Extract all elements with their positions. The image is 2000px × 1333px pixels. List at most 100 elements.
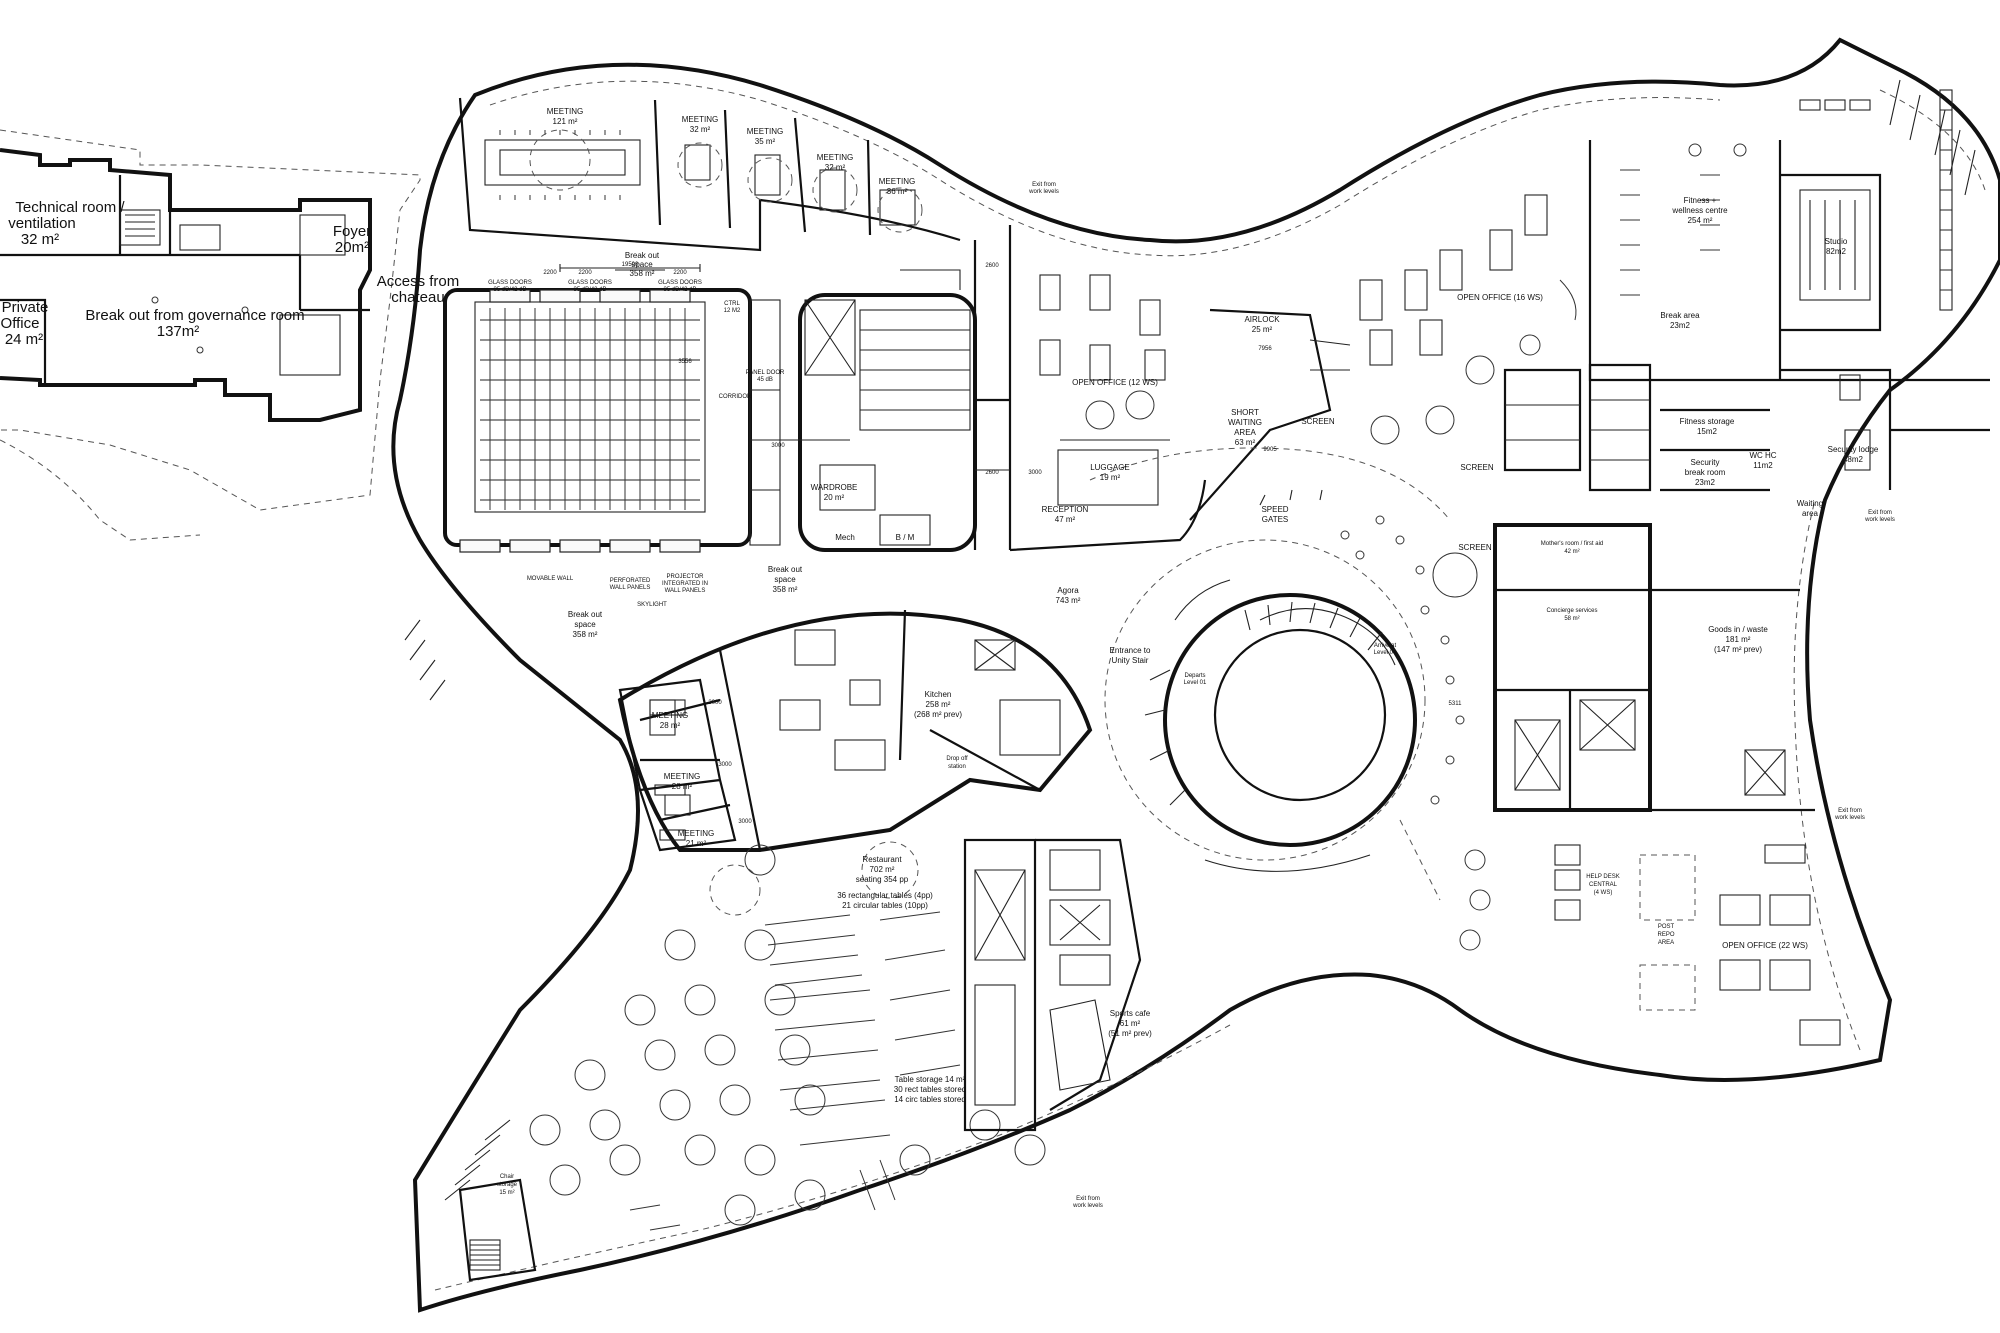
exit-label-2b: work levels [1864,517,1895,523]
technical-room-label: Technical room / [15,199,125,216]
meeting-35-area: 35 m² [755,137,776,146]
sports-cafe-area: 61 m² [1120,1019,1141,1028]
reception-label: RECEPTION [1042,505,1089,514]
exit-label-2: Exit from [1868,510,1892,516]
ctrl-area: 12 M2 [724,308,741,314]
screen-label-2: SCREEN [1460,463,1494,472]
studio-area: 82m2 [1826,247,1847,256]
help-desk-label: HELP DESK [1586,874,1620,880]
meeting-mid-label: MEETING [664,772,700,781]
waiting-area-label: Waiting [1797,499,1823,508]
open-office-22-label: OPEN OFFICE (22 WS) [1722,941,1808,950]
movable-wall-label: MOVABLE WALL [527,576,574,582]
restaurant-rect-tables: 36 rectangular tables (4pp) [837,891,933,900]
kitchen-label: Kitchen [925,690,952,699]
break-out-governance-area: 137m² [157,323,200,340]
dim-9905: 9905 [1263,447,1277,453]
exit-label-4b: work levels [1072,1203,1103,1209]
dim-3000-c: 3000 [708,700,722,706]
panel-door-db: 45 dB [757,377,773,383]
fitness-storage-label: Fitness storage [1680,417,1735,426]
dim-19500: 19500 [622,262,639,268]
technical-room-label-3: 32 m² [21,231,59,248]
security-break-label: Security [1691,458,1720,467]
open-office-12-label: OPEN OFFICE (12 WS) [1072,378,1158,387]
entrance-unity-label: Entrance to [1110,646,1151,655]
restaurant-zone [529,838,1142,1231]
perforated-label-2: WALL PANELS [610,585,651,591]
glass-doors-left-db: 35 dB/42 dB [493,287,526,293]
meeting-28-area: 28 m² [660,721,681,730]
security-break-area: 23m2 [1695,478,1716,487]
meeting-21-label: MEETING [678,829,714,838]
drop-off-label-2: station [948,764,966,770]
break-out-mid-area: 358 m² [773,585,798,594]
core-wardrobe [798,240,1010,552]
ctrl-label: CTRL [724,301,740,307]
agora-area: 743 m² [1056,596,1081,605]
airlock-label: AIRLOCK [1244,315,1280,324]
exit-label-3b: work levels [1834,815,1865,821]
exit-label-1b: work levels [1028,189,1059,195]
projector-label-2: INTEGRATED IN [662,581,708,587]
break-out-top-label: Break out [625,251,660,260]
kitchen-area: 258 m² [926,700,951,709]
meeting-121-label: MEETING [547,107,583,116]
wardrobe-label: WARDROBE [811,483,858,492]
chair-storage-area: 15 m² [499,1190,514,1196]
post-repo-label-3: AREA [1658,940,1674,946]
security-break-label-2: break room [1685,468,1726,477]
restaurant-area: 702 m² [870,865,895,874]
dim-5311: 5311 [1449,701,1463,707]
short-waiting-label: SHORT [1231,408,1259,417]
access-chateau-label-2: chateau [391,289,444,306]
open-office-16-label: OPEN OFFICE (16 WS) [1457,293,1543,302]
dim-3000-d: 3000 [718,762,732,768]
open-office-22 [1459,844,1841,1046]
north-meeting-zone [458,97,961,252]
break-area-area: 23m2 [1670,321,1691,330]
break-area-label: Break area [1660,311,1700,320]
studio-label: Studio [1825,237,1848,246]
restaurant-label: Restaurant [862,855,902,864]
room-labels: Technical room / ventilation 32 m² Priva… [1,107,1895,1209]
access-chateau-label: Access from [377,273,460,290]
speed-gates-label: SPEED [1261,505,1288,514]
dim-2200-c: 2200 [673,270,687,276]
screen-label-1: SCREEN [1301,417,1335,426]
goods-waste-prev: (147 m² prev) [1714,645,1762,654]
chair-storage-label: Chair [500,1174,514,1180]
agora-label: Agora [1057,586,1079,595]
corridor-label: CORRIDOR [719,394,752,400]
agora-unity-stair [1089,447,1478,901]
foyer-label: Foyer [333,223,371,240]
dim-2600-a: 2600 [985,263,999,269]
projector-label-3: WALL PANELS [665,588,706,594]
mech-label: Mech [835,533,855,542]
break-out-left-label: Break out [568,610,603,619]
break-out-mid-label: Break out [768,565,803,574]
fitness-area: 254 m² [1688,216,1713,225]
building-envelope [391,37,2000,1313]
exit-label-3: Exit from [1838,808,1862,814]
luggage-area: 19 m² [1100,473,1121,482]
fitness-label: Fitness + [1684,196,1717,205]
help-desk-label-2: CENTRAL [1589,882,1618,888]
break-out-left-label-2: space [574,620,596,629]
panel-door-label: PANEL DOOR [746,370,785,376]
meeting-mid-area: 28 m² [672,782,693,791]
mothers-room-area: 42 m² [1564,549,1579,555]
sports-cafe-prev: (51 m² prev) [1108,1029,1152,1038]
entrance-unity-label-2: Unity Stair [1112,656,1149,665]
short-waiting-area: 63 m² [1235,438,1256,447]
restaurant-circ-tables: 21 circular tables (10pp) [842,901,928,910]
foyer-area: 20m² [335,239,369,256]
glass-doors-right-db: 35 dB/42 dB [663,287,696,293]
break-out-top-label-2: space [631,260,653,269]
open-office-16 [1359,194,1548,445]
break-out-top-area: 358 m² [630,269,655,278]
short-waiting-label-3: AREA [1234,428,1256,437]
meeting-32b-label: MEETING [817,153,853,162]
glass-doors-right: GLASS DOORS [658,280,702,286]
meeting-121-area: 121 m² [553,117,578,126]
